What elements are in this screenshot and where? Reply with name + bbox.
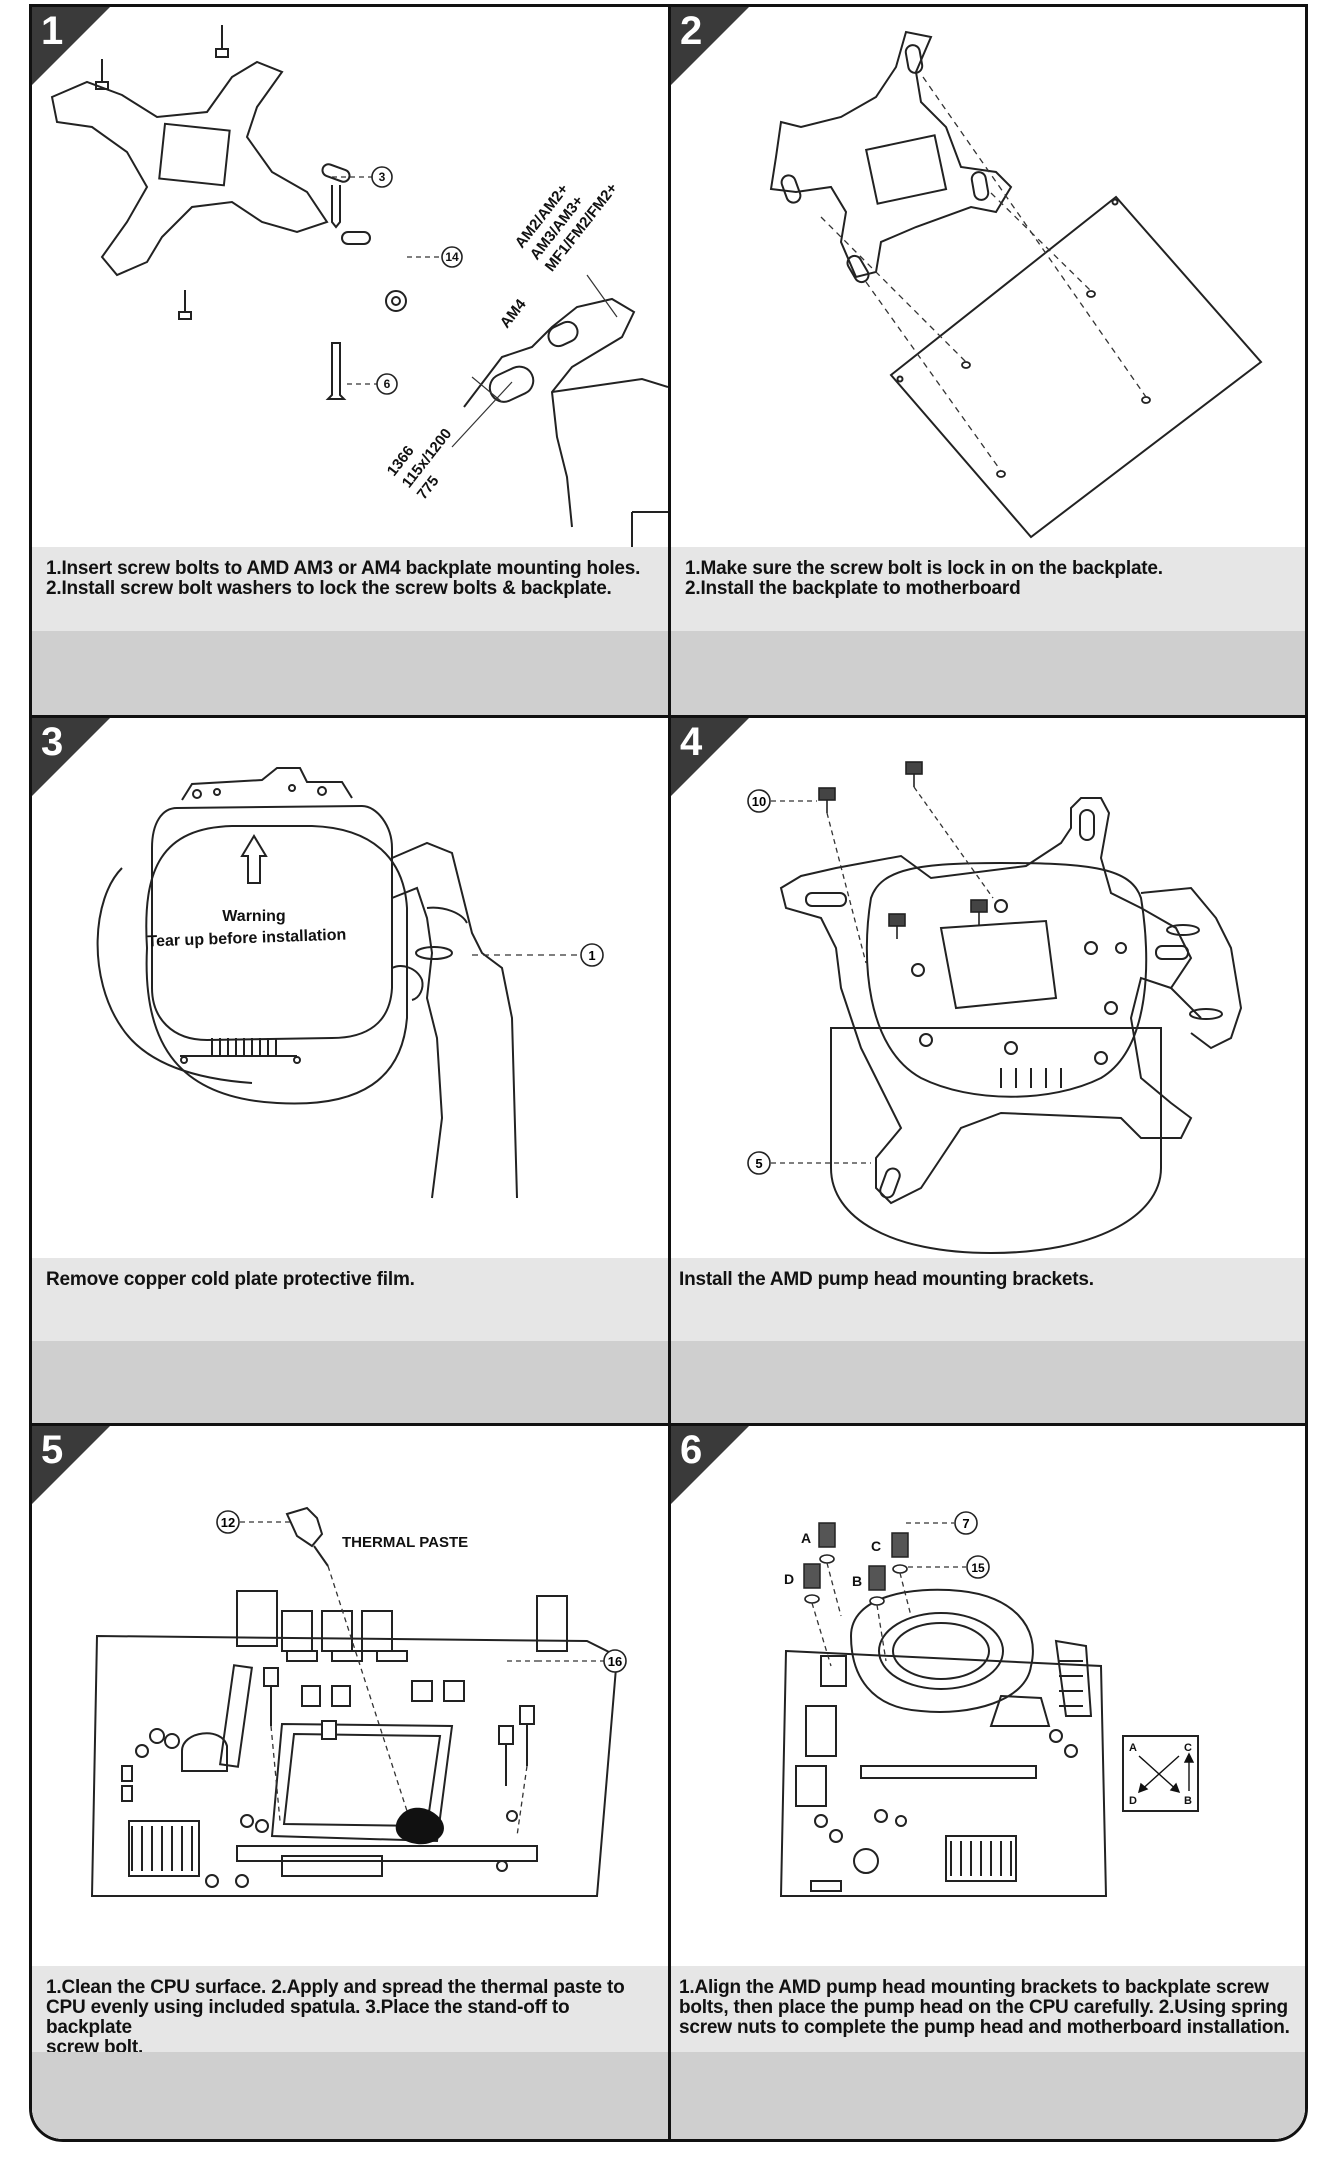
callout-5-label: 5 bbox=[755, 1156, 762, 1171]
bolt-label-d: D bbox=[784, 1571, 794, 1587]
step-3-band bbox=[32, 1341, 668, 1423]
callout-1-label: 1 bbox=[588, 948, 595, 963]
warning-label: Warning bbox=[222, 908, 285, 925]
callout-16 bbox=[603, 1649, 627, 1673]
step-1-caption-line-2: 2.Install screw bolt washers to lock the… bbox=[46, 578, 612, 599]
bolt-label-c: C bbox=[871, 1538, 881, 1554]
step-3-illustration: 1 Warning Tear up before installation bbox=[96, 767, 604, 1199]
step-5-caption-line-1: 1.Clean the CPU surface. 2.Apply and spr… bbox=[46, 1977, 625, 1998]
callout-7-label: 7 bbox=[962, 1516, 969, 1531]
step-2-caption: 1.Make sure the screw bolt is lock in on… bbox=[671, 547, 1305, 631]
bolt-label-b: B bbox=[852, 1573, 862, 1589]
callout-15-label: 15 bbox=[971, 1561, 985, 1575]
step-4-caption-line-1: Install the AMD pump head mounting brack… bbox=[679, 1269, 1094, 1290]
callout-6 bbox=[376, 373, 398, 395]
tear-label: Tear up before installation bbox=[147, 927, 346, 951]
step-2-caption-line-2: 2.Install the backplate to motherboard bbox=[685, 578, 1021, 599]
step-4-illustration: 10 5 bbox=[747, 761, 1243, 1255]
callout-16-label: 16 bbox=[608, 1654, 622, 1669]
step-1-panel: 3 14 6 AM2/AM2+ AM3/AM3+ MF1/FM2/FM2+ AM… bbox=[32, 7, 668, 715]
step-5-panel: 12 16 THERMAL PASTE 5 1.Clean the CPU su… bbox=[32, 1426, 668, 2139]
step-1-number: 1 bbox=[41, 9, 64, 53]
step-2-caption-line-1: 1.Make sure the screw bolt is lock in on… bbox=[685, 558, 1163, 579]
legend-label-d: D bbox=[1129, 1795, 1137, 1807]
step-1-caption-line-1: 1.Insert screw bolts to AMD AM3 or AM4 b… bbox=[46, 558, 641, 579]
step-5-illustration: 12 16 THERMAL PASTE bbox=[90, 1506, 627, 1897]
callout-7 bbox=[954, 1511, 978, 1535]
callout-12-label: 12 bbox=[221, 1515, 235, 1530]
callout-10-label: 10 bbox=[752, 794, 766, 809]
bolt-label-a: A bbox=[801, 1530, 811, 1546]
bolt-order-legend: A C D B bbox=[1122, 1735, 1199, 1812]
step-6-panel: 7 15 A C D B A C D B bbox=[671, 1426, 1305, 2139]
step-4-number: 4 bbox=[680, 720, 703, 764]
step-4-band bbox=[671, 1341, 1305, 1423]
step-5-number-tab: 5 bbox=[32, 1426, 110, 1504]
callout-1 bbox=[580, 943, 604, 967]
step-2-band bbox=[671, 631, 1305, 715]
step-2-illustration bbox=[769, 30, 1263, 539]
callout-3-label: 3 bbox=[379, 170, 386, 184]
step-1-band bbox=[32, 631, 668, 715]
socket-label-am4: AM4 bbox=[497, 296, 530, 332]
step-5-caption: 1.Clean the CPU surface. 2.Apply and spr… bbox=[32, 1966, 668, 2058]
callout-12 bbox=[216, 1510, 240, 1534]
thermal-paste-label: THERMAL PASTE bbox=[342, 1534, 468, 1551]
column-divider bbox=[668, 7, 671, 2139]
step-3-panel: 1 Warning Tear up before installation 3 … bbox=[32, 718, 668, 1423]
instruction-sheet: 3 14 6 AM2/AM2+ AM3/AM3+ MF1/FM2/FM2+ AM… bbox=[29, 4, 1308, 2142]
step-6-number: 6 bbox=[680, 1428, 703, 1472]
callout-3 bbox=[371, 166, 393, 188]
step-4-panel: 10 5 4 Install the AMD pump head mountin… bbox=[671, 718, 1305, 1423]
step-6-number-tab: 6 bbox=[671, 1426, 749, 1504]
callout-6-label: 6 bbox=[384, 377, 391, 391]
legend-label-a: A bbox=[1129, 1742, 1137, 1754]
step-1-number-tab: 1 bbox=[32, 7, 110, 85]
step-1-illustration: 3 14 6 AM2/AM2+ AM3/AM3+ MF1/FM2/FM2+ AM… bbox=[50, 25, 668, 547]
step-4-caption: Install the AMD pump head mounting brack… bbox=[671, 1258, 1305, 1341]
row-divider-2 bbox=[32, 1423, 1305, 1426]
step-4-number-tab: 4 bbox=[671, 718, 749, 796]
legend-label-b: B bbox=[1184, 1795, 1192, 1807]
callout-5 bbox=[747, 1151, 771, 1175]
callout-10 bbox=[747, 789, 771, 813]
step-5-number: 5 bbox=[41, 1428, 64, 1472]
step-6-caption-line-1: 1.Align the AMD pump head mounting brack… bbox=[679, 1977, 1269, 1998]
step-6-caption-line-3: screw nuts to complete the pump head and… bbox=[679, 2017, 1290, 2038]
step-6-caption: 1.Align the AMD pump head mounting brack… bbox=[671, 1966, 1305, 2052]
step-2-panel: 2 1.Make sure the screw bolt is lock in … bbox=[671, 7, 1305, 715]
step-2-number-tab: 2 bbox=[671, 7, 749, 85]
callout-15 bbox=[966, 1555, 990, 1579]
step-3-caption: Remove copper cold plate protective film… bbox=[32, 1258, 668, 1341]
callout-14-label: 14 bbox=[445, 250, 459, 264]
step-6-caption-line-2: bolts, then place the pump head on the C… bbox=[679, 1997, 1288, 2018]
step-5-caption-line-2: CPU evenly using included spatula. 3.Pla… bbox=[46, 1997, 570, 2038]
legend-label-c: C bbox=[1184, 1742, 1192, 1754]
callout-14 bbox=[441, 246, 463, 268]
step-1-caption: 1.Insert screw bolts to AMD AM3 or AM4 b… bbox=[32, 547, 668, 631]
step-2-number: 2 bbox=[680, 9, 703, 53]
step-3-caption-line-1: Remove copper cold plate protective film… bbox=[46, 1269, 415, 1290]
step-5-band bbox=[32, 2052, 668, 2139]
step-3-number: 3 bbox=[41, 720, 64, 764]
row-divider-1 bbox=[32, 715, 1305, 718]
step-3-number-tab: 3 bbox=[32, 718, 110, 796]
step-6-illustration: 7 15 A C D B A C D B bbox=[779, 1511, 1199, 1897]
step-6-band bbox=[671, 2052, 1305, 2139]
